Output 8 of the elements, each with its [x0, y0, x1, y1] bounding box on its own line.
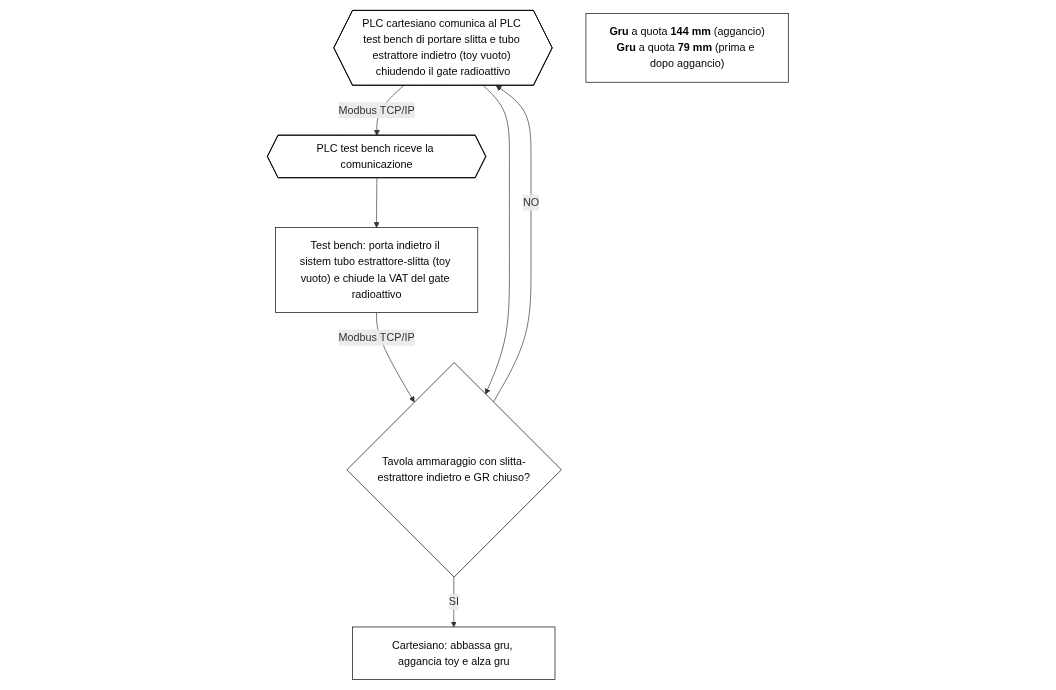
edge-label: NO	[523, 196, 540, 209]
edge-label: Modbus TCP/IP	[338, 331, 415, 343]
node-diamond: Tavola ammaraggio con slitta-estrattore indietro e GR chiuso?	[346, 362, 562, 578]
edge-label: SI	[448, 595, 460, 608]
node-box: Cartesiano: abbassa gru, aggancia toy e alza gru	[352, 626, 556, 680]
node-box: Gru a quota 144 mm (aggancio) Gru a quota 79 mm (prima e dopo aggancio)	[585, 13, 789, 83]
node-box: Test bench: porta indietro il sistem tubo estrattore-slitta (toy vuoto) e chiude la VAT del gate radioattivo	[275, 227, 479, 313]
edge-label: Modbus TCP/IP	[338, 104, 415, 116]
